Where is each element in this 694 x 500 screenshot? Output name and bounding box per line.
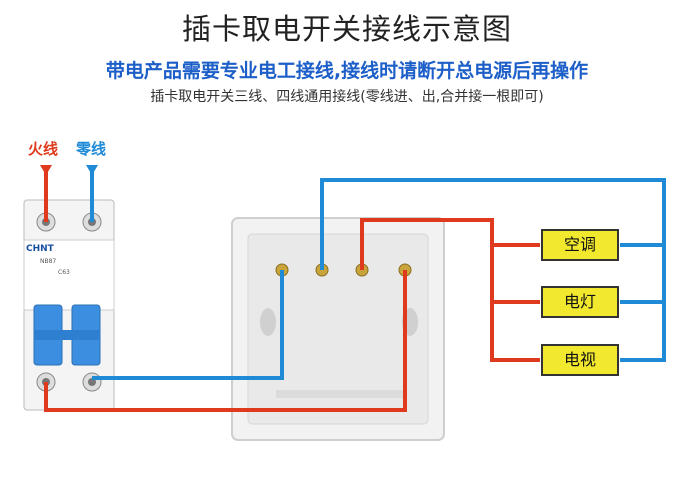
page-title: 插卡取电开关接线示意图 xyxy=(181,12,512,46)
breaker-model: NB87 xyxy=(40,258,57,265)
load-light: 电灯 xyxy=(541,286,619,318)
live-wire-label: 火线 xyxy=(28,140,59,158)
breaker-rating: C63 xyxy=(58,269,70,276)
wiring-note: 插卡取电开关三线、四线通用接线(零线进、出,合并接一根即可) xyxy=(150,89,544,105)
neutral-wire-label: 零线 xyxy=(76,140,107,158)
breaker-brand: CHNT xyxy=(26,244,54,254)
load-air-conditioner: 空调 xyxy=(541,229,619,261)
load-tv: 电视 xyxy=(541,344,619,376)
card-switch-plate xyxy=(231,217,445,441)
circuit-breaker xyxy=(23,199,115,411)
safety-warning: 带电产品需要专业电工接线,接线时请断开总电源后再操作 xyxy=(105,60,589,82)
